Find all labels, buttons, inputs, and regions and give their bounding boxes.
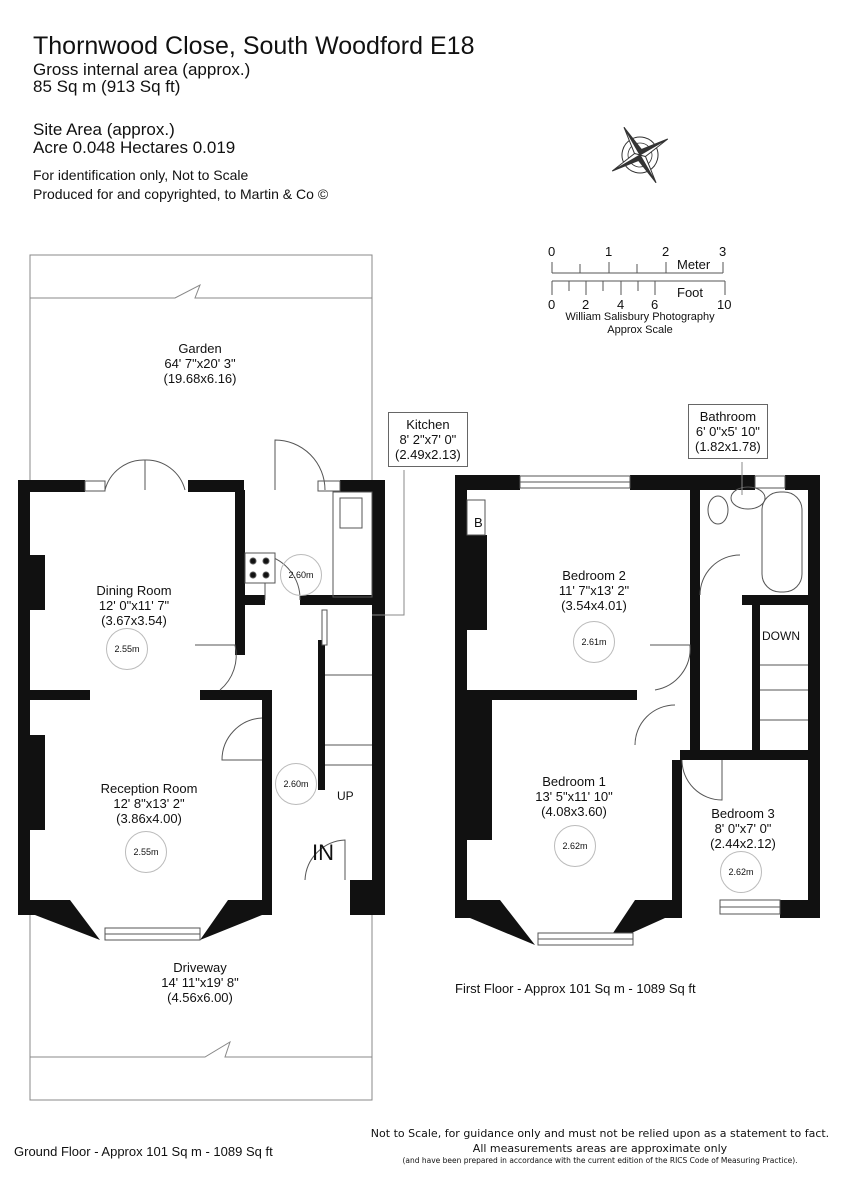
room-metric: (3.54x4.01)	[561, 598, 627, 613]
foot-tick-4: 4	[617, 297, 625, 312]
room-metric: (4.56x6.00)	[167, 990, 233, 1005]
room-name: Bathroom	[699, 409, 757, 424]
room-metric: (2.44x2.12)	[710, 836, 776, 851]
gia-label: Gross internal area (approx.)	[33, 60, 251, 79]
foot-tick-6: 6	[651, 297, 659, 312]
kitchen-callout-leader	[372, 470, 405, 616]
first-floor-windows	[519, 475, 786, 946]
room-bedroom-3: Bedroom 3 8' 0"x7' 0" (2.44x2.12)	[710, 806, 776, 851]
room-imperial: 14' 11"x19' 8"	[161, 975, 239, 990]
entrance-label: IN	[312, 840, 334, 865]
gia-value: 85 Sq m (913 Sq ft)	[33, 77, 181, 96]
first-floor-walls	[455, 475, 820, 945]
first-floor-doors-fittings	[466, 486, 808, 801]
room-name: Bedroom 2	[562, 568, 626, 583]
stairs-up-label: UP	[337, 789, 354, 803]
room-name: Driveway	[173, 960, 227, 975]
meter-tick-1: 1	[605, 244, 613, 259]
meter-tick-3: 3	[719, 244, 727, 259]
bedroom1-ceiling-height: 2.62m	[554, 825, 596, 867]
garden-boundary	[29, 254, 373, 480]
meter-tick-0: 0	[548, 244, 556, 259]
boiler-label: B	[474, 515, 483, 530]
site-area-value: Acre 0.048 Hectares 0.019	[33, 138, 236, 157]
foot-tick-2: 2	[582, 297, 590, 312]
copyright-note: Produced for and copyrighted, to Martin …	[33, 186, 329, 202]
property-title: Thornwood Close, South Woodford E18	[33, 32, 475, 60]
room-name: Kitchen	[406, 417, 450, 432]
bedroom2-ceiling-height: 2.61m	[573, 621, 615, 663]
room-bedroom-1: Bedroom 1 13' 5"x11' 10" (4.08x3.60)	[535, 774, 613, 819]
room-imperial: 8' 0"x7' 0"	[714, 821, 772, 836]
hall-ceiling-height: 2.60m	[275, 763, 317, 805]
identification-note: For identification only, Not to Scale	[33, 167, 249, 183]
room-bathroom-callout: Bathroom 6' 0"x5' 10" (1.82x1.78)	[688, 404, 768, 459]
room-driveway: Driveway 14' 11"x19' 8" (4.56x6.00)	[161, 960, 239, 1005]
bedroom3-ceiling-height: 2.62m	[720, 851, 762, 893]
kitchen-ceiling-height: 2.60m	[280, 554, 322, 596]
room-name: Bedroom 3	[711, 806, 775, 821]
room-garden: Garden 64' 7"x20' 3" (19.68x6.16)	[164, 341, 237, 386]
ground-floor-doors	[104, 439, 372, 881]
room-name: Garden	[178, 341, 222, 356]
ground-floor-windows	[84, 480, 341, 941]
room-imperial: 11' 7"x13' 2"	[558, 583, 630, 598]
foot-label: Foot	[677, 285, 704, 300]
room-imperial: 13' 5"x11' 10"	[535, 789, 613, 804]
ground-floor-walls	[18, 480, 385, 940]
meter-tick-2: 2	[662, 244, 670, 259]
room-metric: (3.67x3.54)	[101, 613, 167, 628]
room-metric: (2.49x2.13)	[395, 447, 461, 462]
scale-credit-text: William Salisbury Photography	[565, 311, 715, 323]
disclaimer-line-2: All measurements areas are approximate o…	[472, 1142, 728, 1155]
meter-label: Meter	[677, 257, 711, 272]
room-name: Reception Room	[100, 781, 198, 796]
room-imperial: 64' 7"x20' 3"	[164, 356, 236, 371]
stairs-down-label: DOWN	[762, 629, 800, 643]
room-reception: Reception Room 12' 8"x13' 2" (3.86x4.00)	[101, 781, 198, 826]
room-metric: (3.86x4.00)	[116, 811, 182, 826]
room-name: Dining Room	[96, 583, 172, 598]
first-floor-label: First Floor - Approx 101 Sq m - 1089 Sq …	[455, 981, 696, 996]
disclaimer-line-1: Not to Scale, for guidance only and must…	[370, 1127, 830, 1140]
foot-tick-10: 10	[717, 297, 732, 312]
room-imperial: 8' 2"x7' 0"	[399, 432, 457, 447]
room-metric: (19.68x6.16)	[163, 371, 237, 386]
compass-rose-icon	[611, 126, 669, 184]
room-imperial: 12' 8"x13' 2"	[113, 796, 185, 811]
ground-floor-label: Ground Floor - Approx 101 Sq m - 1089 Sq…	[14, 1144, 273, 1159]
room-metric: (1.82x1.78)	[695, 439, 761, 454]
room-bedroom-2: Bedroom 2 11' 7"x13' 2" (3.54x4.01)	[559, 568, 629, 613]
kitchen-fittings	[244, 491, 373, 598]
foot-tick-0: 0	[548, 297, 556, 312]
driveway-boundary	[29, 915, 373, 1101]
site-area-label: Site Area (approx.)	[33, 120, 175, 139]
room-name: Bedroom 1	[542, 774, 606, 789]
room-metric: (4.08x3.60)	[541, 804, 607, 819]
dining-ceiling-height: 2.55m	[106, 628, 148, 670]
room-kitchen-callout: Kitchen 8' 2"x7' 0" (2.49x2.13)	[388, 412, 468, 467]
scale-bar	[551, 262, 726, 295]
room-dining: Dining Room 12' 0"x11' 7" (3.67x3.54)	[96, 583, 171, 628]
disclaimer-line-3: (and have been prepared in accordance wi…	[402, 1156, 798, 1165]
room-imperial: 6' 0"x5' 10"	[695, 424, 760, 439]
scale-caption: Approx Scale	[607, 324, 673, 336]
room-imperial: 12' 0"x11' 7"	[98, 598, 170, 613]
reception-ceiling-height: 2.55m	[125, 831, 167, 873]
